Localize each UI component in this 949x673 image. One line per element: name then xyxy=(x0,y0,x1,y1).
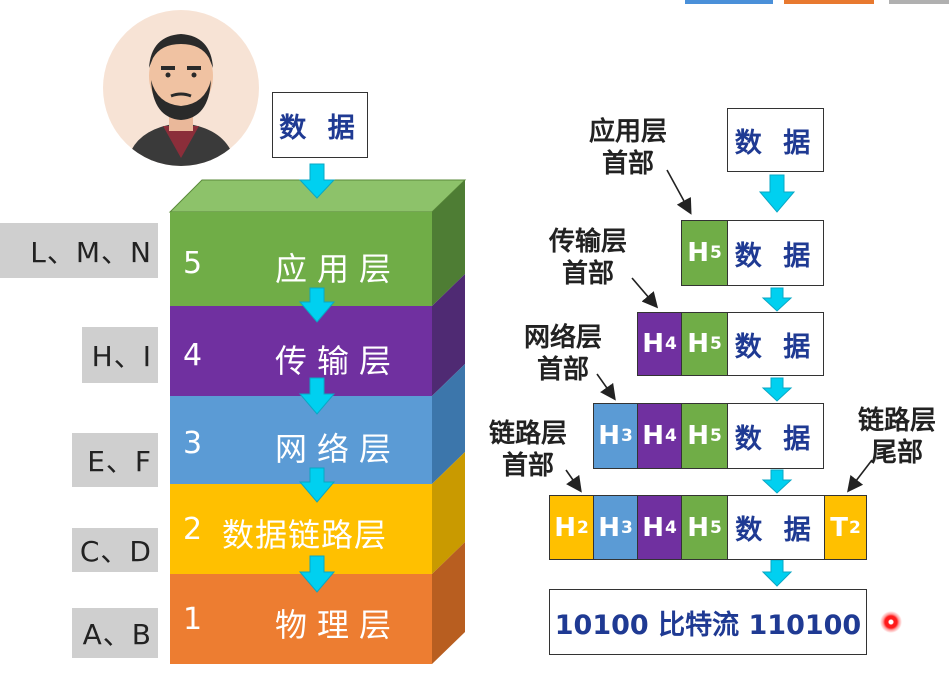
layer-stack xyxy=(168,163,467,664)
row4-data: 数 据 xyxy=(727,495,825,560)
layer4-front xyxy=(170,306,432,396)
right-arrow-1 xyxy=(761,287,793,312)
layer1-name: 物理层 xyxy=(275,606,402,644)
pointer-transport-header xyxy=(631,277,659,309)
stack-arrow-4-3 xyxy=(298,377,336,415)
layer2-front xyxy=(170,484,432,574)
right-arrow-4 xyxy=(761,559,793,587)
layer3-side xyxy=(432,364,465,484)
protocols-layer1: A、B xyxy=(72,608,158,658)
row3-data: 数 据 xyxy=(727,403,824,469)
avatar xyxy=(103,10,259,166)
right-arrow-3 xyxy=(761,469,793,494)
layer4-side xyxy=(432,274,465,396)
layer3-name: 网络层 xyxy=(275,430,402,468)
protocols-layer3: E、F xyxy=(72,433,158,487)
layer3-number: 3 xyxy=(183,426,203,461)
protocols-layer5: L、M、N xyxy=(0,223,158,278)
top-button-blue[interactable] xyxy=(685,0,773,4)
label-app-header: 应用层 首部 xyxy=(588,117,667,179)
label-network-header: 网络层 首部 xyxy=(523,323,602,385)
protocols-layer2: C、D xyxy=(72,528,158,572)
pointer-link-trailer xyxy=(847,459,873,493)
layer2-number: 2 xyxy=(183,512,203,547)
laser-pointer-dot xyxy=(880,611,902,633)
pointer-link-header xyxy=(565,469,582,493)
layer4-number: 4 xyxy=(183,338,203,373)
stack-arrow-2-1 xyxy=(298,555,336,593)
stack-arrow-top xyxy=(298,163,336,199)
right-arrow-2 xyxy=(761,377,793,402)
protocols-layer4: H、I xyxy=(82,327,158,383)
row2-data: 数 据 xyxy=(727,312,824,376)
stack-arrow-5-4 xyxy=(298,287,336,323)
row1-data: 数 据 xyxy=(727,220,824,286)
layer2-side xyxy=(432,452,465,574)
layer5-front xyxy=(170,212,432,306)
layer5-side xyxy=(432,180,465,306)
layer2-name: 数据链路层 xyxy=(222,516,388,554)
layer1-front xyxy=(170,574,432,664)
label-link-trailer: 链路层 尾部 xyxy=(857,406,936,468)
layer5-number: 5 xyxy=(183,246,203,281)
layer3-front xyxy=(170,396,432,484)
layer1-side xyxy=(432,542,465,664)
right-data-box-top: 数 据 xyxy=(727,108,824,172)
label-link-header: 链路层 首部 xyxy=(488,419,567,481)
stack-arrow-3-2 xyxy=(298,467,336,503)
pointer-network-header xyxy=(596,373,616,401)
left-data-box: 数 据 xyxy=(272,92,368,158)
label-transport-header: 传输层 首部 xyxy=(548,227,627,289)
right-arrow-0 xyxy=(758,174,796,213)
bitstream-box: 10100 比特流 110100 xyxy=(549,589,867,655)
top-button-orange[interactable] xyxy=(784,0,874,4)
layer1-number: 1 xyxy=(183,602,203,637)
top-button-gray[interactable] xyxy=(889,0,949,4)
layer5-name: 应用层 xyxy=(275,250,402,288)
layer4-name: 传输层 xyxy=(275,342,402,380)
pointer-app-header xyxy=(666,169,692,215)
